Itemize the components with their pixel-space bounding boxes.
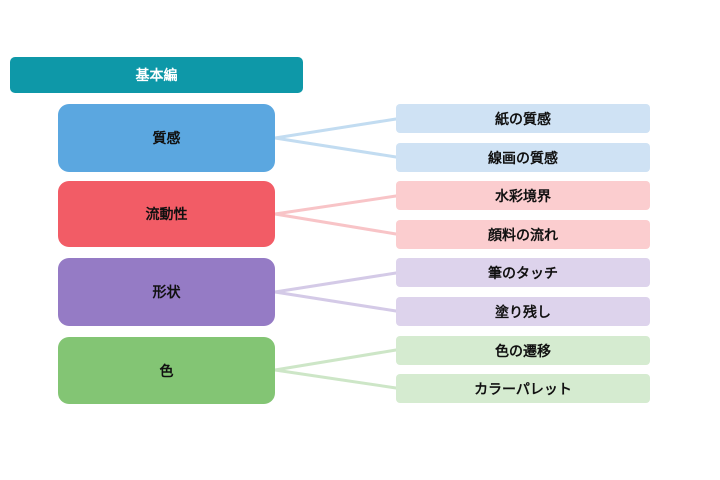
connector-line bbox=[273, 368, 398, 390]
connector-line bbox=[273, 290, 398, 313]
connector-line bbox=[273, 194, 398, 216]
connector-line bbox=[273, 136, 398, 159]
category-fluidity: 流動性 bbox=[58, 181, 275, 247]
sub-item-unpainted-area: 塗り残し bbox=[396, 297, 650, 326]
category-texture: 質感 bbox=[58, 104, 275, 172]
category-label: 色 bbox=[159, 363, 174, 380]
category-label: 流動性 bbox=[145, 207, 188, 223]
connector-line bbox=[273, 117, 398, 140]
sub-item-color-transition: 色の遷移 bbox=[396, 336, 650, 365]
sub-item-color-palette: カラーパレット bbox=[396, 374, 650, 403]
category-label: 形状 bbox=[152, 285, 181, 301]
sub-item-brush-touch: 筆のタッチ bbox=[396, 258, 650, 287]
sub-item-watercolor-edge: 水彩境界 bbox=[396, 181, 650, 210]
diagram-header: 基本編 bbox=[10, 57, 303, 93]
category-shape: 形状 bbox=[58, 258, 275, 326]
connector-line bbox=[273, 271, 398, 294]
connector-line bbox=[273, 212, 398, 236]
sub-item-label: 塗り残し bbox=[495, 304, 551, 321]
sub-item-label: カラーパレット bbox=[474, 381, 572, 398]
sub-item-label: 色の遷移 bbox=[495, 343, 551, 360]
sub-item-label: 水彩境界 bbox=[495, 188, 551, 205]
sub-item-paper-texture: 紙の質感 bbox=[396, 104, 650, 133]
sub-item-label: 筆のタッチ bbox=[488, 265, 558, 282]
sub-item-label: 線画の質感 bbox=[488, 150, 558, 167]
category-label: 質感 bbox=[152, 131, 181, 147]
sub-item-lineart-texture: 線画の質感 bbox=[396, 143, 650, 172]
diagram-title: 基本編 bbox=[135, 68, 178, 84]
sub-item-label: 顔料の流れ bbox=[488, 227, 558, 244]
category-color: 色 bbox=[58, 337, 275, 404]
connector-line bbox=[273, 348, 398, 372]
sub-item-label: 紙の質感 bbox=[495, 111, 551, 128]
sub-item-pigment-flow: 顔料の流れ bbox=[396, 220, 650, 249]
